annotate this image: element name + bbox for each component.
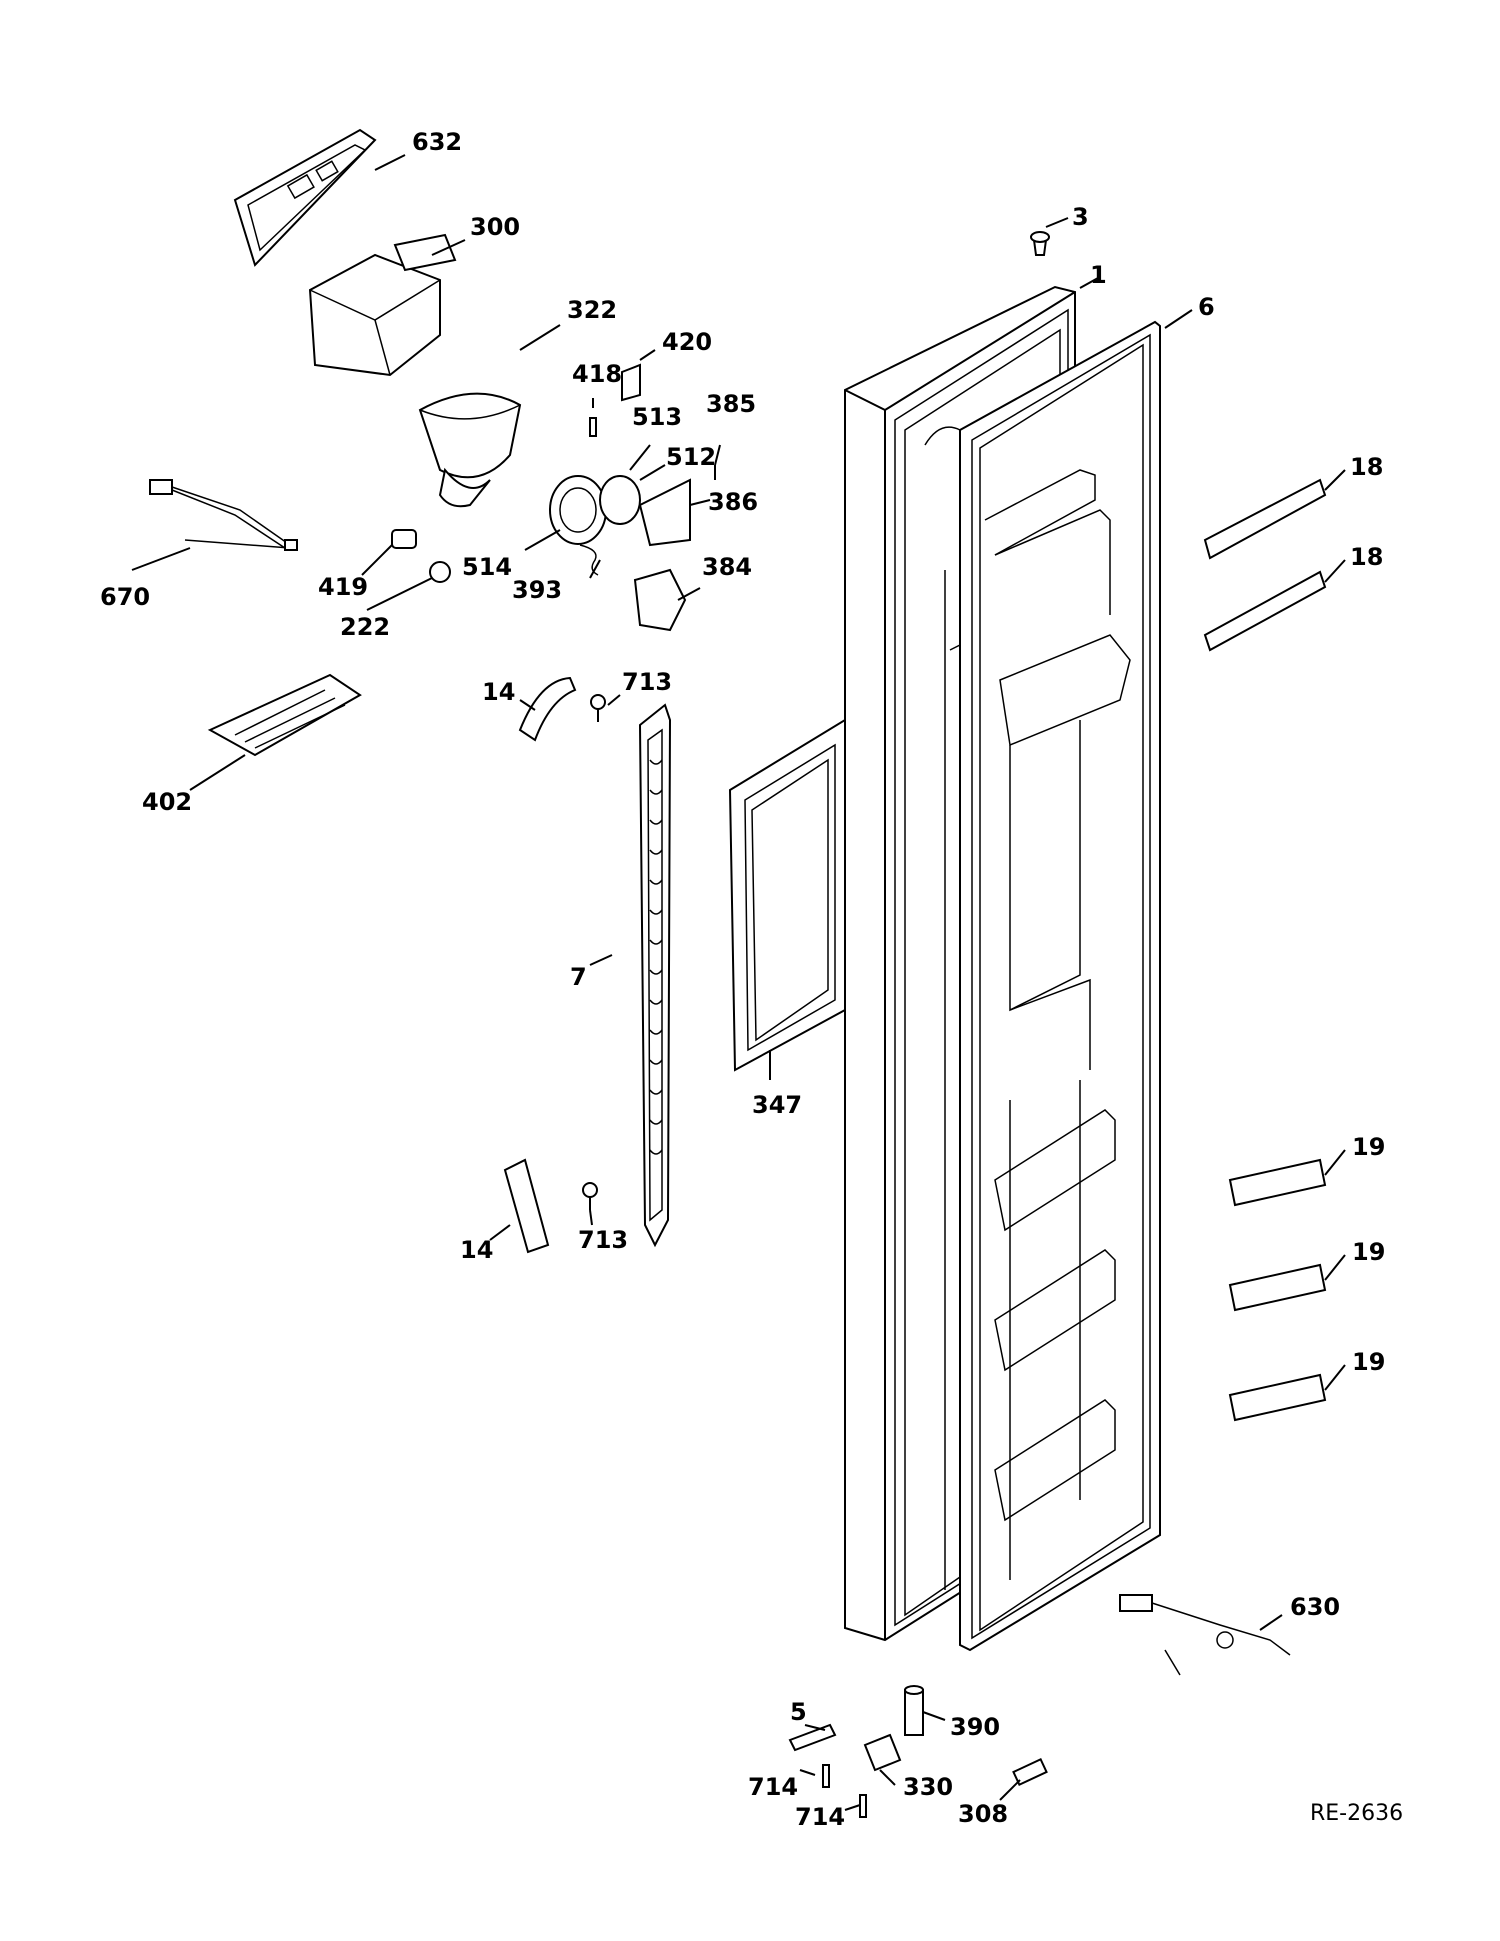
callout-3: 3 xyxy=(1072,203,1089,231)
shelf-bar-part-18-top xyxy=(1203,478,1327,560)
switch-part-419 xyxy=(391,529,417,549)
callout-18-top: 18 xyxy=(1350,453,1383,481)
housing-part-300 xyxy=(308,233,457,377)
callout-322: 322 xyxy=(567,296,617,324)
callout-1: 1 xyxy=(1090,261,1107,289)
bushing-part-390 xyxy=(904,1685,924,1736)
door-liner xyxy=(984,469,1131,1580)
cap-part-3 xyxy=(1030,231,1050,256)
callout-18-bottom: 18 xyxy=(1350,543,1383,571)
drip-tray-part-402 xyxy=(207,673,362,757)
callout-420: 420 xyxy=(662,328,712,356)
motor-part-514 xyxy=(549,475,607,545)
solenoid-part-384 xyxy=(633,568,687,632)
bracket-part-386 xyxy=(638,478,691,547)
callout-418: 418 xyxy=(572,360,622,388)
callout-5: 5 xyxy=(790,1698,807,1726)
callout-714-b: 714 xyxy=(795,1803,845,1831)
wire-harness-part-630 xyxy=(1119,1594,1291,1676)
callout-714-a: 714 xyxy=(748,1773,798,1801)
dispenser-frame-part-347 xyxy=(728,718,846,1072)
callout-390: 390 xyxy=(950,1713,1000,1741)
callout-632: 632 xyxy=(412,128,462,156)
callout-222: 222 xyxy=(340,613,390,641)
callout-19-a: 19 xyxy=(1352,1133,1385,1161)
callout-19-c: 19 xyxy=(1352,1348,1385,1376)
callout-6: 6 xyxy=(1198,293,1215,321)
callout-419: 419 xyxy=(318,573,368,601)
callout-385: 385 xyxy=(706,390,756,418)
callout-512: 512 xyxy=(666,443,716,471)
wire-harness-part-670 xyxy=(149,479,298,551)
callout-393: 393 xyxy=(512,576,562,604)
hinge-part-330 xyxy=(863,1733,902,1772)
callout-308: 308 xyxy=(958,1800,1008,1828)
screw-part-714-a xyxy=(822,1764,830,1788)
callout-14-bottom: 14 xyxy=(460,1236,493,1264)
chute-part-322 xyxy=(418,392,522,508)
end-cap-part-14-bottom xyxy=(503,1158,550,1254)
bracket-part-420 xyxy=(621,363,641,402)
gear-part-512 xyxy=(599,475,641,525)
drawing-code: RE-2636 xyxy=(1310,1801,1403,1826)
callout-514: 514 xyxy=(462,553,512,581)
callout-19-b: 19 xyxy=(1352,1238,1385,1266)
door-gasket-part-6 xyxy=(959,320,1161,1652)
callout-330: 330 xyxy=(903,1773,953,1801)
callout-384: 384 xyxy=(702,553,752,581)
callout-14-top: 14 xyxy=(482,678,515,706)
hinge-part-5 xyxy=(788,1723,837,1752)
callout-713-bottom: 713 xyxy=(578,1226,628,1254)
callout-513: 513 xyxy=(632,403,682,431)
screw-part-714-b xyxy=(859,1794,867,1818)
fitting-part-308 xyxy=(1012,1757,1048,1787)
screw-part-713-top xyxy=(590,694,606,722)
shelf-bar-part-19-a xyxy=(1228,1158,1327,1207)
callout-300: 300 xyxy=(470,213,520,241)
leader-lines xyxy=(131,154,1346,1811)
shelf-bar-part-18-bottom xyxy=(1203,570,1327,652)
dispenser-board-part-632 xyxy=(233,128,377,267)
callout-670: 670 xyxy=(100,583,150,611)
pin-part-418 xyxy=(589,417,597,437)
end-cap-part-14-top xyxy=(518,676,577,742)
callout-347: 347 xyxy=(752,1091,802,1119)
callout-713-top: 713 xyxy=(622,668,672,696)
callout-386: 386 xyxy=(708,488,758,516)
callout-402: 402 xyxy=(142,788,192,816)
callout-7: 7 xyxy=(570,963,587,991)
shelf-bar-part-19-c xyxy=(1228,1373,1327,1422)
switch-part-222 xyxy=(429,561,451,583)
handle-part-7 xyxy=(638,703,672,1248)
callout-630: 630 xyxy=(1290,1593,1340,1621)
screw-part-713-bottom xyxy=(582,1182,598,1210)
shelf-bar-part-19-b xyxy=(1228,1263,1327,1312)
